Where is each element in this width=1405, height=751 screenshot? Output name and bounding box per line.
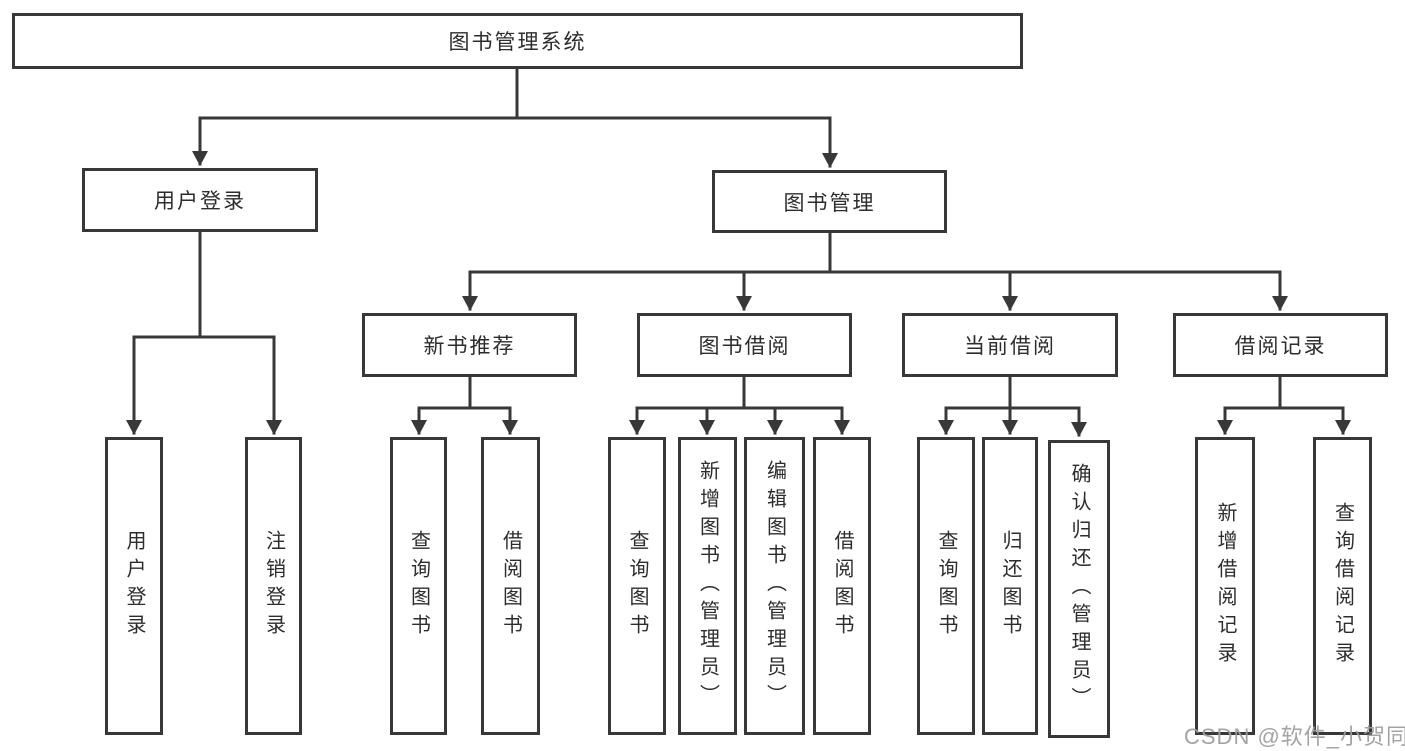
node-leaf-borrow-query-books: 查询图书 bbox=[608, 437, 666, 735]
node-new-book-recommend: 新书推荐 bbox=[362, 313, 577, 377]
node-label: 新书推荐 bbox=[423, 335, 516, 358]
node-leaf-borrow-borrow-books: 借阅图书 bbox=[813, 437, 871, 735]
node-label: 当前借阅 bbox=[964, 335, 1056, 358]
connector-borrow-records-to-leaves bbox=[1217, 375, 1351, 435]
csdn-watermark: CSDN @软件_小贺同学 bbox=[1184, 724, 1405, 749]
node-leaf-recommend-borrow-books: 借阅图书 bbox=[481, 437, 540, 735]
node-leaf-recommend-query-books: 查询图书 bbox=[390, 437, 447, 735]
node-leaf-return-books: 归还图书 bbox=[982, 437, 1038, 735]
node-label: 新增图书（管理员） bbox=[696, 460, 719, 712]
node-label: 确认归还（管理员） bbox=[1068, 463, 1090, 715]
node-label: 编辑图书（管理员） bbox=[763, 460, 786, 712]
node-leaf-logout: 注销登录 bbox=[245, 437, 302, 735]
node-leaf-query-borrow-record: 查询借阅记录 bbox=[1313, 437, 1372, 735]
node-leaf-add-books-admin: 新增图书（管理员） bbox=[678, 437, 737, 735]
node-borrow-records: 借阅记录 bbox=[1173, 313, 1388, 377]
node-label: 图书管理系统 bbox=[448, 31, 587, 54]
node-label: 用户登录 bbox=[123, 530, 145, 642]
node-label: 查询图书 bbox=[626, 530, 648, 642]
node-label: 注销登录 bbox=[262, 530, 285, 642]
node-label: 新增借阅记录 bbox=[1214, 502, 1236, 670]
node-leaf-user-login: 用户登录 bbox=[105, 437, 163, 735]
node-user-login: 用户登录 bbox=[82, 168, 318, 232]
connector-new-book-recommend-to-leaves bbox=[411, 375, 518, 435]
node-book-borrow: 图书借阅 bbox=[637, 313, 852, 377]
node-label: 借阅图书 bbox=[499, 530, 522, 642]
connector-book-management-to-level3 bbox=[462, 231, 1288, 311]
node-label: 借阅图书 bbox=[831, 530, 853, 642]
node-label: 用户登录 bbox=[154, 190, 246, 213]
node-label: 归还图书 bbox=[999, 530, 1021, 642]
node-leaf-current-query-books: 查询图书 bbox=[917, 437, 975, 735]
node-label: 查询图书 bbox=[935, 530, 957, 642]
node-leaf-confirm-return-admin: 确认归还（管理员） bbox=[1048, 440, 1110, 738]
node-label: 图书借阅 bbox=[698, 335, 791, 358]
node-label: 图书管理 bbox=[783, 191, 876, 215]
node-leaf-add-borrow-record: 新增借阅记录 bbox=[1195, 437, 1255, 735]
connector-book-borrow-to-leaves bbox=[629, 375, 850, 435]
connector-root-to-level2 bbox=[192, 67, 838, 168]
node-library-management-system: 图书管理系统 bbox=[12, 13, 1023, 69]
node-book-management: 图书管理 bbox=[712, 170, 947, 233]
connector-current-borrow-to-leaves bbox=[938, 375, 1087, 437]
node-label: 查询借阅记录 bbox=[1331, 502, 1354, 670]
node-current-borrow: 当前借阅 bbox=[902, 313, 1118, 377]
node-label: 查询图书 bbox=[407, 530, 430, 642]
connector-user-login-to-leaves bbox=[126, 230, 282, 435]
node-label: 借阅记录 bbox=[1234, 335, 1327, 358]
node-leaf-edit-books-admin: 编辑图书（管理员） bbox=[744, 437, 805, 735]
